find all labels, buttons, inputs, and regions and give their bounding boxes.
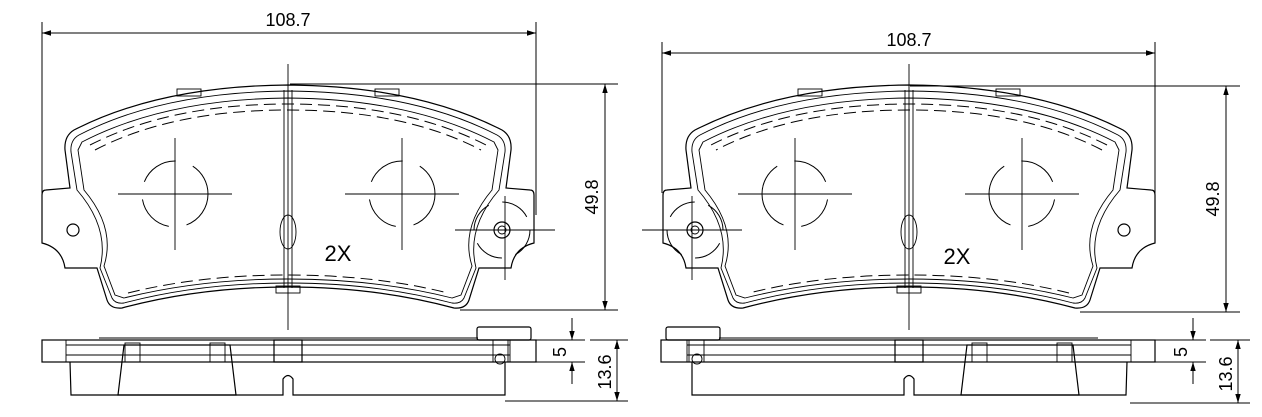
- pad-view-right: 108.7 49.8 2X 5 13.6: [642, 30, 1250, 404]
- clip-tab: [995, 88, 1021, 97]
- pin-hole-mark: [642, 196, 742, 280]
- side-view: [41, 326, 537, 396]
- height-label: 49.8: [1203, 181, 1223, 216]
- quantity-label: 2X: [944, 244, 971, 269]
- height-dimension-right: 49.8: [910, 85, 1240, 313]
- hatched-section: [117, 344, 237, 396]
- total-thickness-label: 13.6: [1216, 356, 1236, 391]
- height-dimension-left: 49.8: [290, 83, 618, 311]
- hatched-block: [209, 342, 226, 363]
- total-thickness-label: 13.6: [595, 354, 615, 389]
- thickness-dimensions-right: 5 13.6: [1130, 318, 1250, 404]
- shim-tab: [476, 326, 532, 341]
- piston-mark: [345, 138, 459, 250]
- clip-tab: [176, 88, 202, 97]
- width-label: 108.7: [265, 10, 310, 30]
- center-block: [273, 339, 303, 363]
- wear-line-bottom: [748, 274, 1070, 294]
- friction-material-side: [691, 361, 1128, 396]
- width-dimension-right: 108.7: [661, 30, 1156, 215]
- width-dimension-left: 108.7: [41, 10, 537, 215]
- hatched-section: [960, 344, 1080, 396]
- hatched-block: [971, 342, 988, 363]
- hatched-block: [124, 342, 141, 363]
- clip-tab: [797, 88, 823, 97]
- shim-tab: [665, 326, 721, 341]
- friction-material-side: [69, 361, 506, 396]
- quantity-label: 2X: [325, 241, 352, 266]
- backing-plate-side: [660, 339, 1156, 363]
- hatched-block: [1056, 342, 1073, 363]
- center-block: [894, 339, 924, 363]
- mounting-hole: [1117, 223, 1131, 237]
- pin-hole-mark: [455, 196, 555, 280]
- mounting-hole: [66, 223, 80, 237]
- pad-view-left: 108.7 49.8 2X 5 13.6: [41, 10, 628, 402]
- piston-mark: [965, 138, 1079, 250]
- shim-thickness-label: 5: [550, 347, 570, 357]
- height-label: 49.8: [582, 179, 602, 214]
- pad-geometry-left: [41, 64, 555, 396]
- thickness-dimensions-left: 5 13.6: [505, 318, 628, 402]
- wear-line-bottom: [127, 274, 449, 294]
- piston-mark: [118, 138, 232, 250]
- width-label: 108.7: [886, 30, 931, 50]
- wear-indicator-slot: [279, 214, 297, 250]
- wear-indicator-slot: [900, 214, 918, 250]
- piston-mark: [738, 138, 852, 250]
- backing-plate-side: [41, 339, 537, 363]
- clip-tab: [374, 88, 400, 97]
- pad-geometry-right: [642, 64, 1156, 396]
- shim-thickness-label: 5: [1171, 347, 1191, 357]
- side-view: [660, 326, 1156, 396]
